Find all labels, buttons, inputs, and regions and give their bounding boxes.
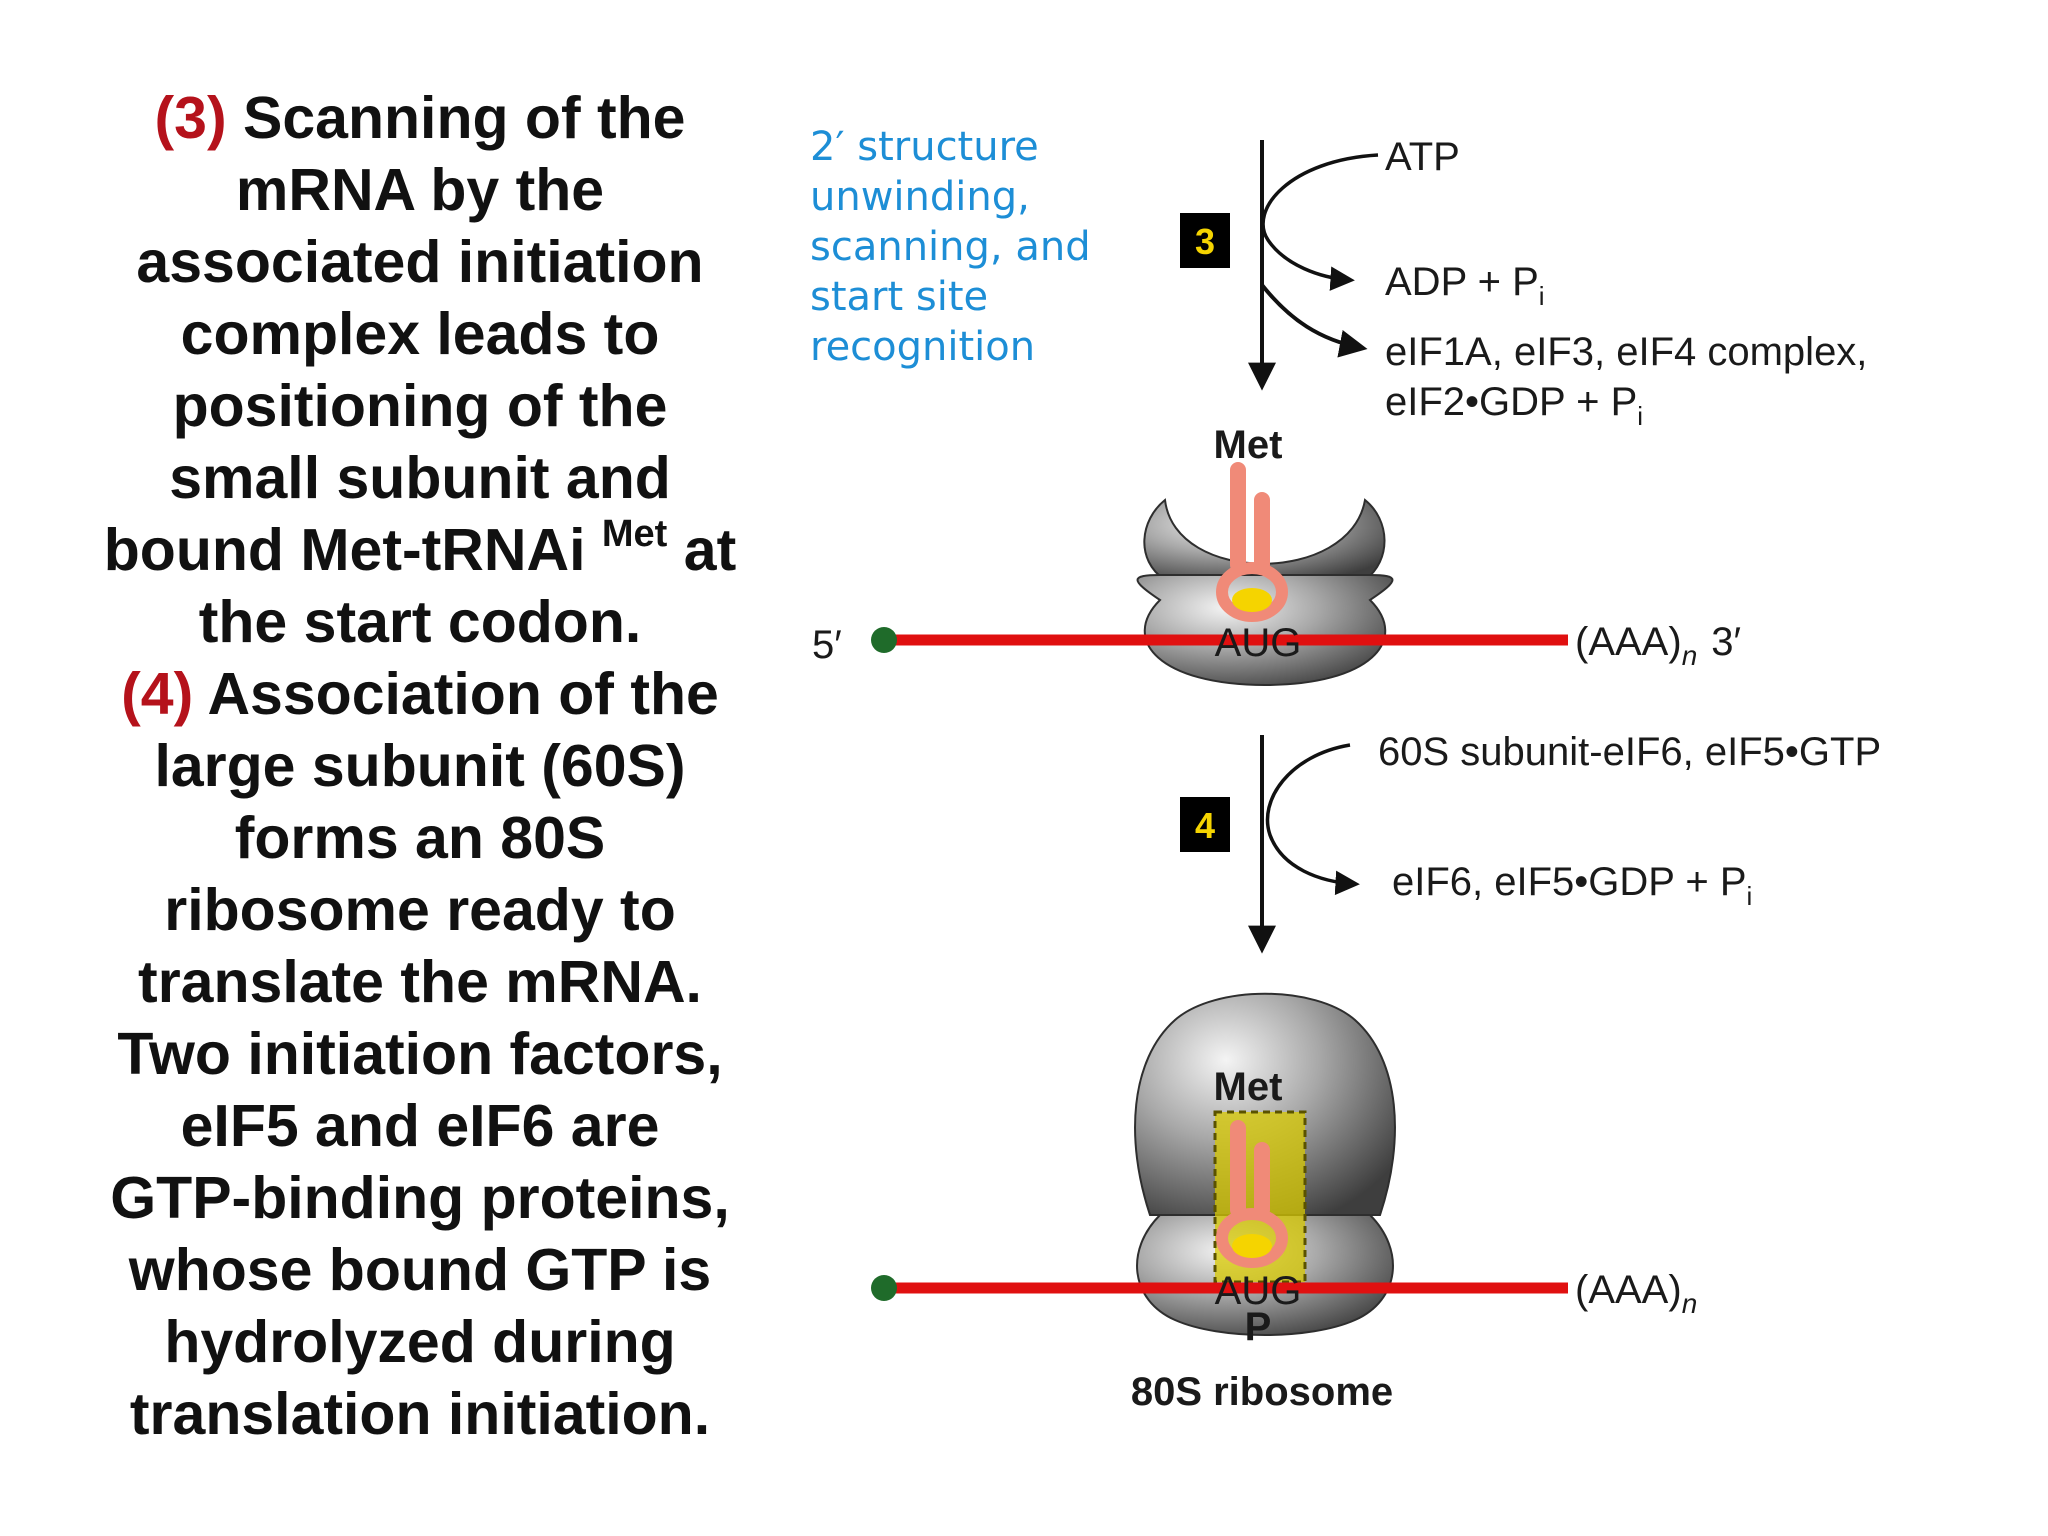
step3-badge-number: 3 xyxy=(1195,221,1215,262)
scanning-label: 2′ structure unwinding, scanning, and st… xyxy=(810,124,1103,370)
step3-line-2: mRNA by the xyxy=(235,157,605,223)
aug-label-top: AUG xyxy=(1215,621,1302,665)
step3-line-3: associated initiation xyxy=(136,229,704,295)
trna-bottom xyxy=(1216,1120,1288,1268)
step3-badge xyxy=(1180,213,1230,268)
release-factors-line-1: eIF1A, eIF3, eIF4 complex, xyxy=(1385,330,1867,374)
scanning-label-line-2: unwinding, xyxy=(810,174,1030,220)
release-arrow xyxy=(1260,283,1368,358)
release-factors-line-2-text: eIF2•GDP + P xyxy=(1385,380,1637,424)
step3-number: (3) xyxy=(154,85,227,151)
poly-a-text-top: (AAA) xyxy=(1575,620,1682,664)
atp-label: ATP xyxy=(1385,135,1460,179)
at-text: at xyxy=(683,517,737,583)
poly-a-subscript-top: n xyxy=(1682,640,1698,671)
step4-line-11: translation initiation. xyxy=(129,1381,711,1447)
met-label-bottom: Met xyxy=(1214,1065,1283,1109)
step4-line-4: ribosome ready to xyxy=(164,877,676,943)
step4-line-9: whose bound GTP is xyxy=(128,1237,712,1303)
explanation-text: (3) Scanning of the mRNA by the associat… xyxy=(70,82,770,1450)
step3-line-6: small subunit and xyxy=(169,445,671,511)
step4-line-1: (4) Association of the xyxy=(70,658,770,730)
poly-a-label-bottom: (AAA)n xyxy=(1575,1268,1697,1319)
aug-label-bottom: AUG xyxy=(1215,1269,1302,1313)
release-subscript: i xyxy=(1637,401,1643,431)
step4-output-subscript: i xyxy=(1747,881,1753,911)
step3-line-1: (3) Scanning of the xyxy=(70,82,770,154)
three-prime-label: 3′ xyxy=(1711,620,1741,664)
ribosome-label: 80S ribosome xyxy=(1131,1370,1393,1414)
adp-label: ADP + Pi xyxy=(1385,260,1545,311)
release-factors-line-2: eIF2•GDP + Pi xyxy=(1385,380,1643,431)
step3-line-8: the start codon. xyxy=(198,589,642,655)
step3-text-1: Scanning of the xyxy=(243,85,686,151)
atp-arrow xyxy=(1261,153,1379,291)
adp-subscript: i xyxy=(1539,281,1545,311)
step4-line-3: forms an 80S xyxy=(234,805,606,871)
step4-line-6: Two initiation factors, xyxy=(117,1021,723,1087)
trna-top xyxy=(1216,462,1288,622)
adp-label-text: ADP + P xyxy=(1385,260,1539,304)
met-label-top: Met xyxy=(1214,423,1283,467)
step4-line-8: GTP-binding proteins, xyxy=(110,1165,730,1231)
step4-line-5: translate the mRNA. xyxy=(138,949,702,1015)
step3-line-5: positioning of the xyxy=(172,373,668,439)
step4-output-text: eIF6, eIF5•GDP + P xyxy=(1392,860,1747,904)
step4-badge-number: 4 xyxy=(1195,805,1215,846)
small-subunit-top xyxy=(1143,498,1386,581)
scanning-label-line-3: scanning, and xyxy=(810,224,1091,270)
step4-number: (4) xyxy=(121,661,194,727)
scanning-label-line-5: recognition xyxy=(810,324,1035,370)
step4-line-10: hydrolyzed during xyxy=(164,1309,676,1375)
five-prime-label: 5′ xyxy=(812,623,842,667)
step4-input-label: 60S subunit-eIF6, eIF5•GTP xyxy=(1378,730,1881,774)
poly-a-text-bottom: (AAA) xyxy=(1575,1268,1682,1312)
mrna-cap-bottom xyxy=(871,1275,897,1301)
p-site-label: P xyxy=(1245,1305,1272,1349)
step4-output-label: eIF6, eIF5•GDP + Pi xyxy=(1392,860,1752,911)
step4-text-1: Association of the xyxy=(207,661,719,727)
step4-line-7: eIF5 and eIF6 are xyxy=(180,1093,660,1159)
step3-line-4: complex leads to xyxy=(180,301,660,367)
mrna-cap-top xyxy=(871,627,897,653)
step3-line-7: bound Met-tRNAi Met at xyxy=(70,514,770,586)
scanning-label-line-4: start site xyxy=(810,274,988,320)
step4-line-2: large subunit (60S) xyxy=(154,733,686,799)
met-trna-text: bound Met-tRNAi xyxy=(103,517,586,583)
subunit-joining-arrow xyxy=(1265,743,1360,896)
poly-a-subscript-bottom: n xyxy=(1682,1288,1698,1319)
met-superscript: Met xyxy=(601,513,668,555)
step4-badge xyxy=(1180,797,1230,852)
poly-a-label-top: (AAA)n 3′ xyxy=(1575,620,1741,671)
large-subunit xyxy=(1134,992,1396,1216)
scanning-label-line-1: 2′ structure xyxy=(810,124,1039,170)
